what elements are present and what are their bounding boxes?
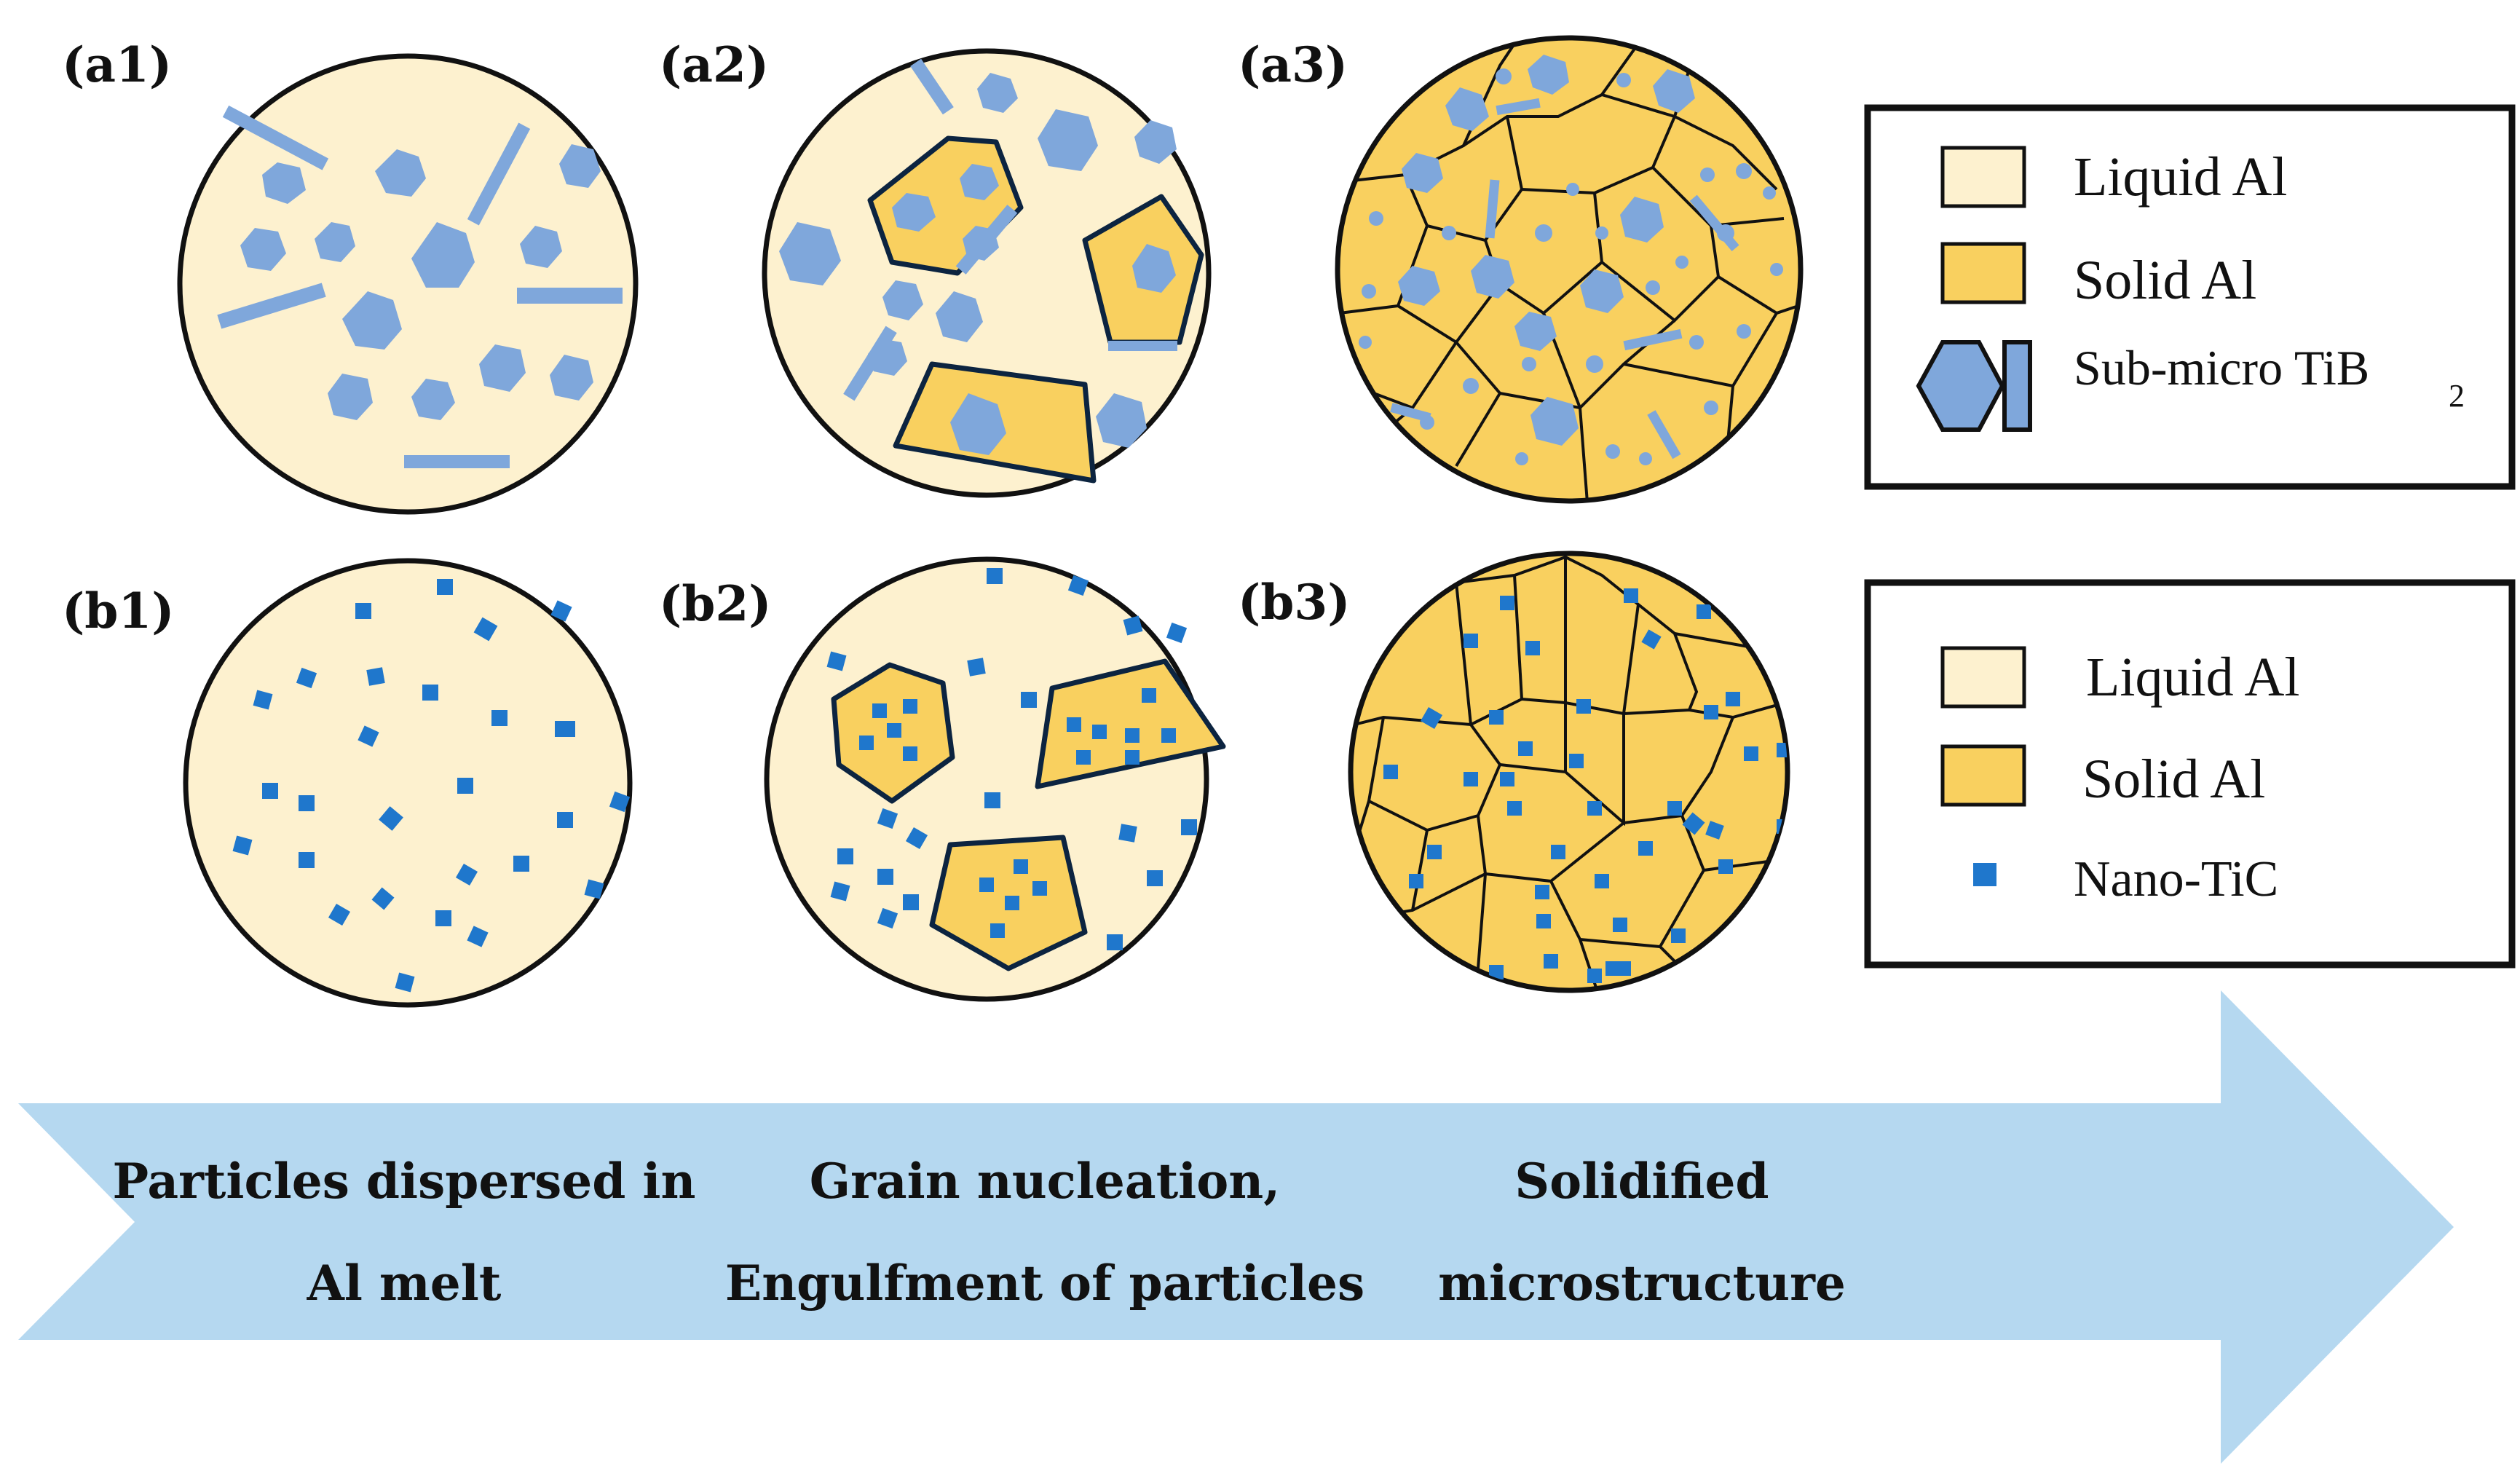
legend-tic: Liquid Al Solid Al Nano-TiC — [1864, 579, 2516, 969]
panel-a2-tib2-particles — [779, 58, 1177, 455]
legend-b-liquid-swatch — [1940, 646, 2026, 709]
panel-label-a3: (a3) — [1238, 36, 1348, 93]
legend-tib2-label: Sub-micro TiB — [2074, 340, 2369, 395]
legend-b-liquid-label: Liquid Al — [2086, 647, 2299, 708]
legend-solid-label: Solid Al — [2074, 250, 2256, 311]
process-arrow — [18, 990, 2454, 1464]
stage-captions: Particles dispersed in Al melt Grain nuc… — [113, 1153, 1846, 1312]
panel-label-a2: (a2) — [659, 36, 769, 93]
panel-a3-circle — [1335, 35, 1804, 504]
legend-tic-label: Nano-TiC — [2074, 851, 2278, 907]
legend-b-solid-swatch — [1940, 744, 2026, 807]
legend-solid-swatch — [1940, 242, 2026, 304]
legend-tib2-subscript: 2 — [2449, 378, 2465, 414]
panel-a3-tib2-particles — [1359, 55, 1783, 465]
stage2-line1: Grain nucleation, — [810, 1153, 1280, 1210]
legend-tib2-rod-icon — [2002, 340, 2032, 432]
stage1-line1: Particles dispersed in — [113, 1153, 696, 1210]
legend-liquid-label: Liquid Al — [2074, 146, 2287, 208]
panel-a2-circle — [762, 48, 1212, 498]
stage1-line2: Al melt — [307, 1255, 502, 1312]
stage2-line2: Engulfment of particles — [725, 1255, 1364, 1312]
panel-a1-tib2-particles — [217, 105, 623, 468]
panel-b2-tic-particles — [826, 568, 1197, 950]
panel-b3-circle — [1348, 551, 1790, 993]
panel-b1-circle — [183, 558, 633, 1008]
panel-a1-circle — [177, 53, 639, 515]
stage3-line2: microstructure — [1438, 1255, 1846, 1312]
panel-b2-circle — [764, 556, 1226, 1002]
panel-label-b3: (b3) — [1238, 574, 1351, 631]
legend-liquid-swatch — [1940, 146, 2026, 208]
panel-label-b2: (b2) — [659, 575, 772, 632]
legend-tib2: Liquid Al Solid Al Sub-micro TiB 2 — [1864, 104, 2516, 490]
legend-b-solid-label: Solid Al — [2082, 749, 2265, 810]
stage3-line1: Solidified — [1514, 1153, 1769, 1210]
panel-label-b1: (b1) — [62, 583, 175, 639]
panel-b1-tic-particles — [232, 579, 631, 993]
panel-label-a1: (a1) — [62, 36, 172, 93]
legend-tic-square-icon — [1973, 863, 1996, 886]
